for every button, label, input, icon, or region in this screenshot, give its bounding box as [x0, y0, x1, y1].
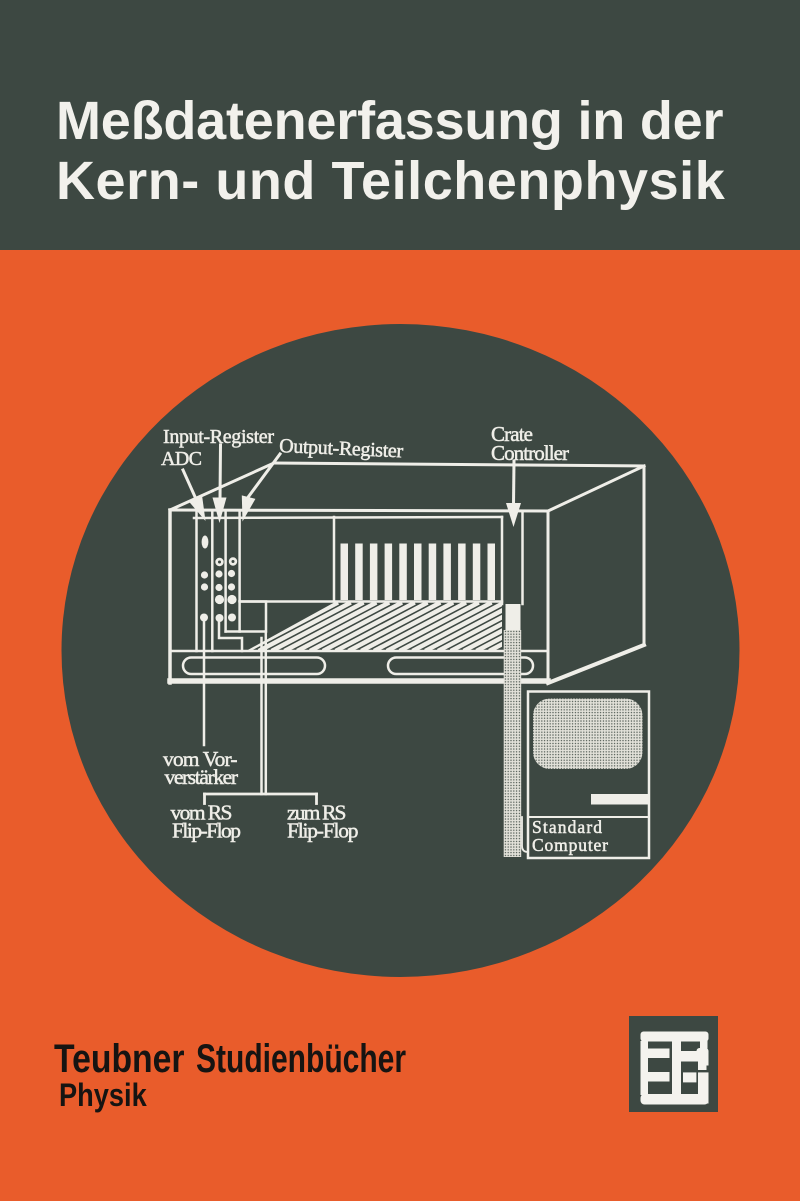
svg-text:Computer: Computer — [532, 835, 608, 855]
svg-text:zum RS: zum RS — [287, 801, 347, 825]
svg-text:vom RS: vom RS — [171, 801, 233, 825]
svg-text:verstärker: verstärker — [165, 765, 239, 789]
svg-text:Flip-Flop: Flip-Flop — [172, 819, 241, 843]
svg-text:vom Vor-: vom Vor- — [163, 747, 238, 771]
svg-text:Controller: Controller — [491, 441, 569, 465]
svg-text:Input-Register: Input-Register — [163, 426, 274, 448]
svg-text:Standard: Standard — [532, 817, 602, 837]
svg-text:ADC: ADC — [161, 448, 202, 470]
svg-text:Crate: Crate — [491, 422, 533, 446]
svg-text:Flip-Flop: Flip-Flop — [287, 819, 359, 843]
